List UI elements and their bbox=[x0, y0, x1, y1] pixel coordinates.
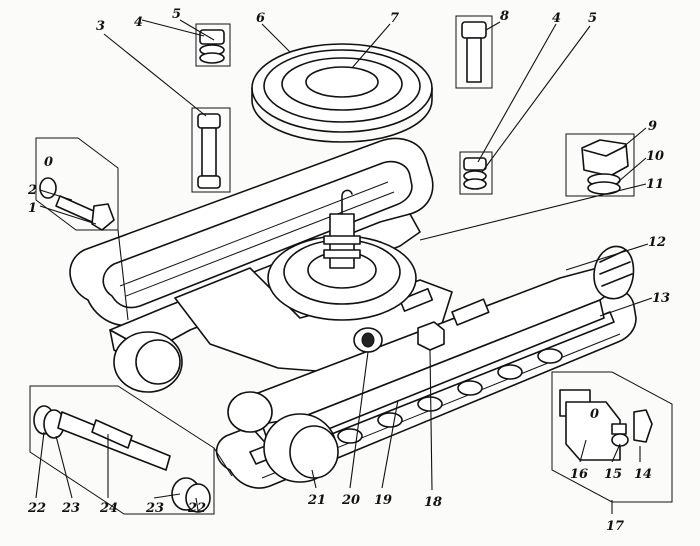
callout-21: 21 bbox=[307, 493, 326, 508]
inset-box-4-5-right bbox=[459, 151, 493, 195]
callout-6: 6 bbox=[256, 11, 265, 26]
nut-washer-4-5-left bbox=[199, 29, 225, 64]
nut-washer-4-5-right bbox=[463, 157, 487, 190]
front-sprocket-wheel-21 bbox=[263, 413, 339, 483]
callout-4-right: 4 bbox=[552, 11, 561, 26]
callout-5-right: 5 bbox=[588, 11, 597, 26]
callout-19: 19 bbox=[374, 493, 392, 508]
callout-23-right: 23 bbox=[145, 501, 164, 516]
bolt-18 bbox=[417, 321, 445, 351]
callout-labels: 1 2 3 4 5 6 7 8 4 5 9 10 11 12 13 14 15 … bbox=[27, 7, 670, 534]
callout-3: 3 bbox=[96, 19, 105, 34]
track-pin-assembly-22-24 bbox=[33, 405, 211, 513]
rear-crawler-track bbox=[69, 137, 434, 327]
inset-box-17 bbox=[551, 371, 673, 503]
inset-mark-left: 0 bbox=[44, 155, 53, 170]
callout-8: 8 bbox=[500, 9, 509, 24]
callout-23-left: 23 bbox=[61, 501, 80, 516]
callout-22-left: 22 bbox=[27, 501, 46, 516]
callout-13: 13 bbox=[652, 291, 670, 306]
callout-10: 10 bbox=[646, 149, 664, 164]
track-rollers bbox=[337, 348, 563, 444]
inset-box-4-5-left bbox=[195, 23, 231, 67]
bolt-3 bbox=[197, 113, 221, 189]
inset-box-3 bbox=[191, 107, 231, 193]
inset-box-9 bbox=[565, 133, 635, 197]
callout-4: 4 bbox=[134, 15, 143, 30]
callout-22-right: 22 bbox=[187, 501, 206, 516]
inset-mark-right: 0 bbox=[590, 407, 599, 422]
callout-7: 7 bbox=[390, 11, 399, 26]
callout-17: 17 bbox=[606, 519, 624, 534]
callout-18: 18 bbox=[424, 495, 442, 510]
callout-9: 9 bbox=[648, 119, 657, 134]
rear-idler-wheel bbox=[113, 331, 183, 393]
plug-9-seal-10 bbox=[581, 139, 629, 195]
callout-16: 16 bbox=[570, 467, 588, 482]
bolt-1-washer-2 bbox=[39, 177, 115, 231]
callout-5: 5 bbox=[172, 7, 181, 22]
callout-24: 24 bbox=[99, 501, 118, 516]
inset-box-8 bbox=[455, 15, 493, 89]
bolt-8 bbox=[461, 21, 487, 83]
callout-15: 15 bbox=[604, 467, 622, 482]
leader-lines bbox=[35, 19, 653, 514]
callout-20: 20 bbox=[341, 493, 360, 508]
idler-wheel-front-left bbox=[227, 391, 273, 433]
carrier-roller-12 bbox=[593, 245, 635, 300]
callout-12: 12 bbox=[648, 235, 666, 250]
callout-1: 1 bbox=[28, 201, 37, 216]
slewing-ring-gear bbox=[251, 43, 433, 143]
callout-11: 11 bbox=[646, 177, 664, 192]
center-turntable-base bbox=[267, 189, 417, 321]
callout-2: 2 bbox=[27, 183, 37, 198]
adjuster-20 bbox=[353, 327, 383, 353]
inset-box-pin bbox=[29, 385, 215, 515]
callout-14: 14 bbox=[634, 467, 652, 482]
